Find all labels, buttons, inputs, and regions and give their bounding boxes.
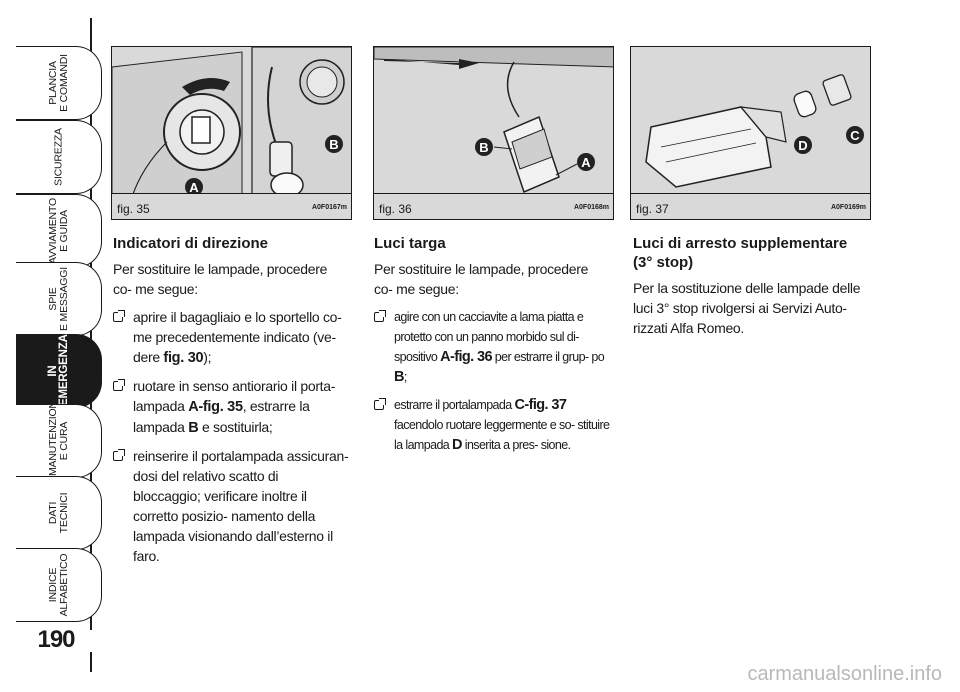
tab-sicurezza[interactable]: SICUREZZA — [16, 120, 102, 194]
tab-label: PLANCIA E COMANDI — [46, 54, 70, 112]
bullet-text: ruotare in senso antiorario il porta- la… — [133, 378, 336, 414]
page-number: 190 — [37, 626, 75, 653]
figure-reference: C-fig. 37 — [514, 397, 567, 413]
checkbox-bullet-icon — [374, 398, 386, 410]
figure-35-label-a: A — [189, 180, 199, 195]
figure-35-label-b: B — [329, 137, 338, 152]
list-item: agire con un cacciavite a lama piatta e … — [374, 307, 610, 387]
section-tabs: PLANCIA E COMANDI SICUREZZA AVVIAMENTO E… — [0, 0, 102, 692]
figure-37-illustration: D C — [631, 47, 870, 219]
part-reference: D — [452, 437, 462, 453]
tab-spie-e-messaggi[interactable]: SPIE E MESSAGGI — [16, 262, 102, 336]
bullet-text: reinserire il portalampada assicuran- do… — [133, 448, 349, 564]
figure-37: D C A0F0169m fig. 37 — [630, 46, 871, 220]
tab-label: SPIE E MESSAGGI — [46, 267, 70, 331]
tab-indice-alfabetico[interactable]: INDICE ALFABETICO — [16, 548, 102, 622]
figure-36-illustration: B A — [374, 47, 613, 219]
bullet-text: per estrarre il grup- po — [491, 350, 605, 364]
figure-35-illustration: A B — [112, 47, 351, 219]
list-item: reinserire il portalampada assicuran- do… — [113, 446, 349, 566]
bullet-text: ; — [403, 370, 407, 384]
section-title: Luci di arresto supplementare (3° stop) — [633, 235, 848, 271]
watermark: carmanualsonline.info — [747, 663, 942, 685]
figure-37-caption-bar — [631, 193, 870, 219]
figure-36-code: A0F0168m — [573, 204, 609, 211]
figure-35-caption: fig. 35 — [117, 202, 150, 216]
tab-label: DATI TECNICI — [46, 492, 70, 534]
bullet-text: e sostituirla; — [198, 419, 273, 435]
bullet-text: ); — [203, 349, 212, 365]
section-title: Luci targa — [374, 235, 446, 252]
bullet-text: estrarre il portalampada — [394, 398, 515, 412]
checkbox-bullet-icon — [113, 310, 125, 322]
checkbox-bullet-icon — [113, 449, 125, 461]
tab-strip-line-bottom — [90, 652, 92, 672]
bullet-text: agire con un cacciavite a lama piatta e … — [394, 310, 584, 364]
figure-35-caption-bar — [112, 193, 351, 219]
figure-36-label-b: B — [479, 140, 488, 155]
tab-in-emergenza[interactable]: IN EMERGENZA — [16, 334, 102, 408]
bullet-text: inserita a pres- sione. — [461, 438, 571, 452]
section-title: Indicatori di direzione — [113, 235, 269, 252]
figure-36-label-a: A — [581, 155, 591, 170]
tab-avviamento-e-guida[interactable]: AVVIAMENTO E GUIDA — [16, 194, 102, 268]
figure-37-caption: fig. 37 — [636, 202, 669, 216]
part-reference: B — [394, 369, 404, 385]
section-luci-di-arresto: Luci di arresto supplementare (3° stop) … — [633, 234, 869, 346]
bullet-text: , estrarre la lampada — [133, 398, 310, 435]
bullet-text: aprire il bagagliaio e lo sportello co- … — [133, 309, 342, 365]
section-intro: Per sostituire le lampade, procedere co-… — [374, 261, 589, 297]
figure-37-label-d: D — [798, 138, 807, 153]
part-reference: B — [188, 420, 199, 436]
list-item: estrarre il portalampada C-fig. 37 facen… — [374, 395, 610, 455]
tab-label: SICUREZZA — [52, 128, 64, 186]
figure-35-code: A0F0167m — [311, 204, 347, 211]
figure-36-caption: fig. 36 — [379, 202, 412, 216]
tab-label: MANUTENZIONE E CURA — [46, 394, 70, 476]
figure-reference: A-fig. 35 — [188, 399, 243, 415]
tab-plancia-e-comandi[interactable]: PLANCIA E COMANDI — [16, 46, 102, 120]
tab-label: AVVIAMENTO E GUIDA — [46, 198, 70, 264]
figure-reference: fig. 30 — [163, 350, 204, 366]
tab-dati-tecnici[interactable]: DATI TECNICI — [16, 476, 102, 550]
figure-36: B A A0F0168m fig. 36 — [373, 46, 614, 220]
figure-reference: A-fig. 36 — [440, 349, 492, 365]
list-item: ruotare in senso antiorario il porta- la… — [113, 376, 349, 438]
list-item: aprire il bagagliaio e lo sportello co- … — [113, 307, 349, 368]
section-luci-targa: Luci targa Per sostituire le lampade, pr… — [374, 234, 610, 463]
bullet-text: facendolo ruotare leggermente e so- stit… — [394, 418, 610, 452]
figure-37-label-c: C — [850, 128, 860, 143]
figure-35: A B A0F0167m fig. 35 — [111, 46, 352, 220]
figure-37-code: A0F0169m — [830, 204, 866, 211]
checkbox-bullet-icon — [374, 310, 386, 322]
section-body: Per la sostituzione delle lampade delle … — [633, 280, 861, 336]
tab-label: INDICE ALFABETICO — [46, 553, 70, 617]
tab-manutenzione-e-cura[interactable]: MANUTENZIONE E CURA — [16, 394, 102, 478]
figure-36-caption-bar — [374, 193, 613, 219]
section-indicatori-di-direzione: Indicatori di direzione Per sostituire l… — [113, 234, 349, 574]
section-intro: Per sostituire le lampade, procedere co-… — [113, 261, 328, 297]
checkbox-bullet-icon — [113, 379, 125, 391]
